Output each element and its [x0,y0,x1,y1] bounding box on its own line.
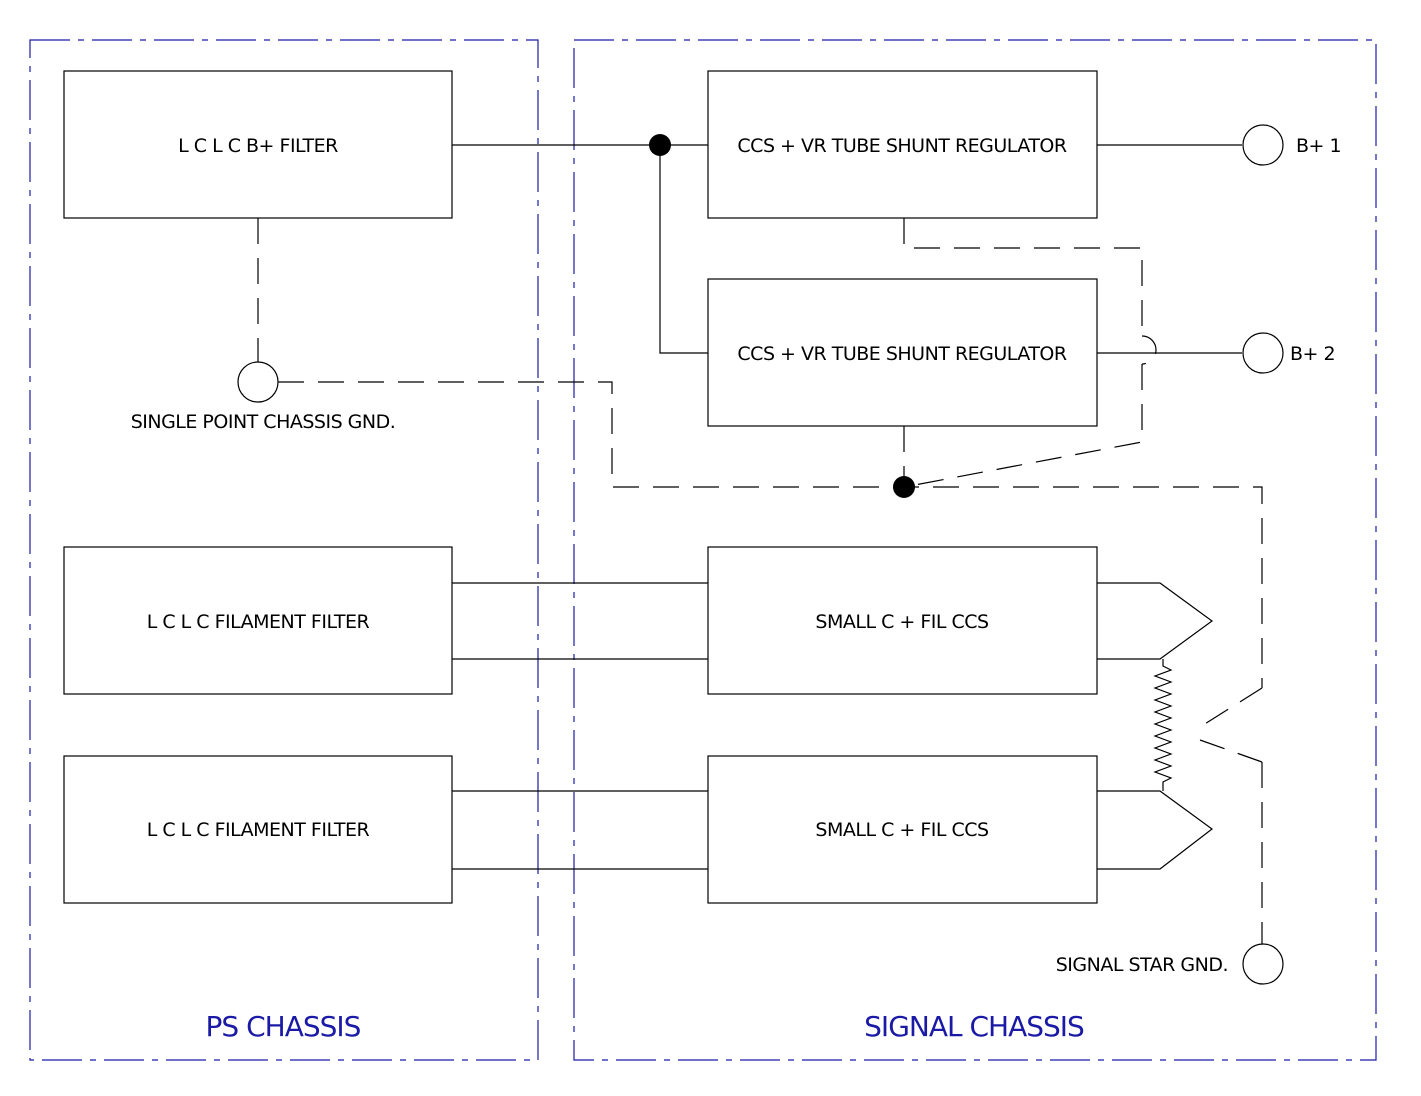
filament-filter-2-block: L C L C FILAMENT FILTER [63,755,453,904]
ps-chassis-title: PS CHASSIS [206,1010,361,1043]
signal-ground-label: SIGNAL STAR GND. [1056,954,1228,976]
fil-ccs-2-label: SMALL C + FIL CCS [815,819,988,841]
filament-filter-1-block: L C L C FILAMENT FILTER [63,546,453,695]
bplus1-terminal: B+ 1 [1242,124,1342,166]
ps-chassis-outline [29,39,539,1061]
filament-filter-2-label: L C L C FILAMENT FILTER [147,819,370,841]
bplus-filter-label: L C L C B+ FILTER [178,135,338,157]
fil-ccs-1-label: SMALL C + FIL CCS [815,611,988,633]
regulator-1-block: CCS + VR TUBE SHUNT REGULATOR [707,70,1098,219]
filament-filter-1-label: L C L C FILAMENT FILTER [147,611,370,633]
supply-wiring [452,144,1242,870]
bplus1-label: B+ 1 [1296,135,1341,157]
fil-ccs-2-block: SMALL C + FIL CCS [707,755,1098,904]
signal-chassis-title: SIGNAL CHASSIS [864,1010,1084,1043]
chassis-ground-terminal: SINGLE POINT CHASSIS GND. [131,361,396,433]
regulator-2-label: CCS + VR TUBE SHUNT REGULATOR [737,343,1066,365]
bplus-junction-dot [649,134,671,156]
regulator-1-label: CCS + VR TUBE SHUNT REGULATOR [737,135,1066,157]
regulator-2-block: CCS + VR TUBE SHUNT REGULATOR [707,278,1098,427]
humdinger-resistor [1153,659,1173,791]
bplus2-label: B+ 2 [1290,343,1335,365]
chassis-ground-label: SINGLE POINT CHASSIS GND. [131,411,396,433]
bplus2-terminal: B+ 2 [1242,332,1336,374]
signal-ground-terminal: SIGNAL STAR GND. [1056,943,1284,985]
ground-junction-dot [893,476,915,498]
signal-chassis-outline [573,39,1377,1061]
bplus-filter-block: L C L C B+ FILTER [63,70,453,219]
fil-ccs-1-block: SMALL C + FIL CCS [707,546,1098,695]
